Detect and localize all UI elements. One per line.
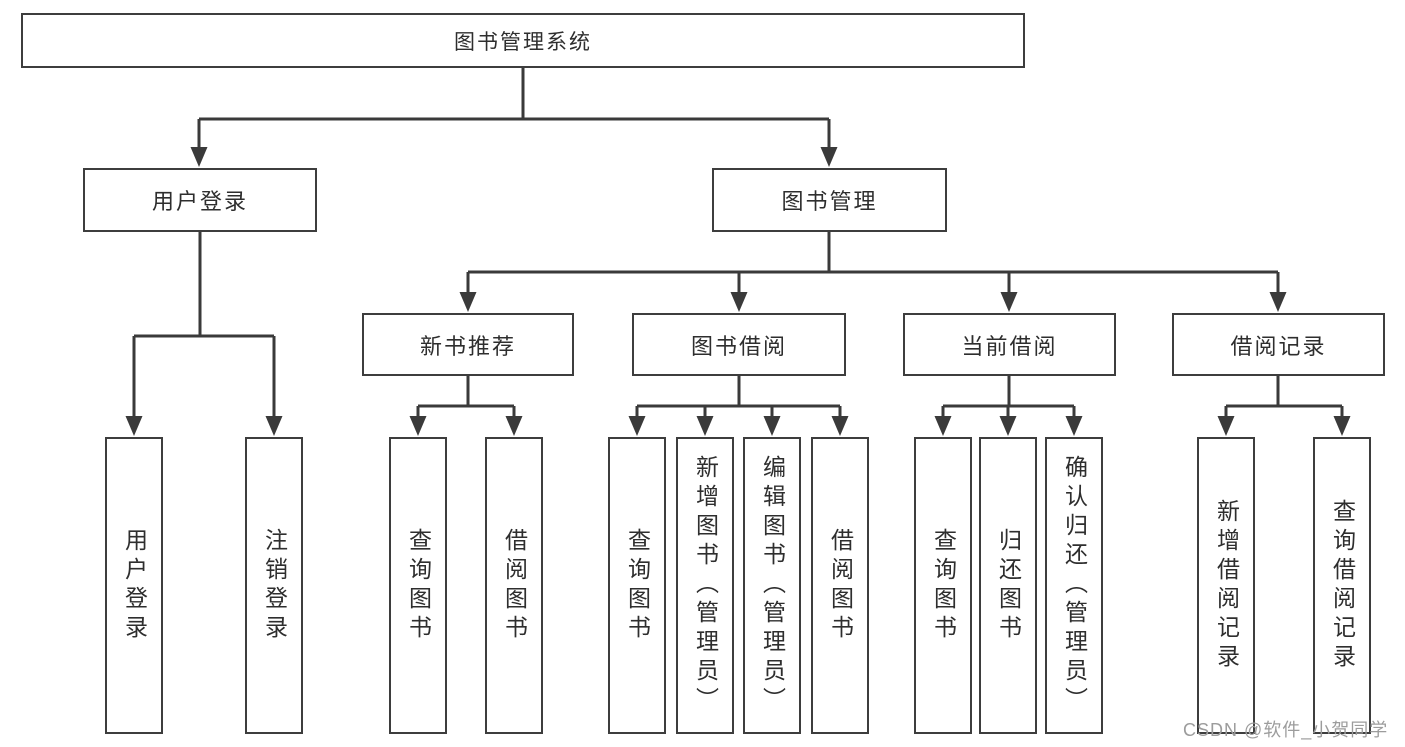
node-user-login: 用户登录 [83,168,317,232]
connector-user-login-branch [125,232,283,436]
node-book-management: 图书管理 [712,168,947,232]
connector-borrow-records-branch [1217,376,1351,436]
leaf-borrow-books: 借阅图书 [811,437,869,734]
node-new-book-recommend: 新书推荐 [362,313,574,376]
node-root: 图书管理系统 [21,13,1025,68]
leaf-borrow-books-label: 借阅图书 [827,527,854,644]
leaf-user-login-label: 用户登录 [121,527,148,644]
node-book-management-label: 图书管理 [781,189,878,214]
leaf-logout-label: 注销登录 [261,527,288,644]
node-current-borrow-label: 当前借阅 [961,333,1058,359]
leaf-add-borrow-record: 新增借阅记录 [1197,437,1255,734]
leaf-confirm-return-admin-label: 确认归还（管理员） [1061,455,1088,716]
leaf-add-borrow-record-label: 新增借阅记录 [1213,498,1240,673]
leaf-query-books-borrow: 查询图书 [608,437,666,734]
leaf-add-book-admin-label: 新增图书（管理员） [692,455,719,716]
leaf-borrow-books-recommend: 借阅图书 [485,437,543,734]
leaf-query-borrow-record: 查询借阅记录 [1313,437,1371,734]
node-book-borrow-label: 图书借阅 [690,333,787,359]
node-user-login-label: 用户登录 [151,189,248,214]
leaf-user-login: 用户登录 [105,437,163,734]
node-root-label: 图书管理系统 [454,30,592,54]
node-book-borrow: 图书借阅 [632,313,846,376]
connector-book-borrow-branch [628,376,849,436]
node-new-book-recommend-label: 新书推荐 [419,333,516,359]
leaf-confirm-return-admin: 确认归还（管理员） [1045,437,1103,734]
leaf-edit-book-admin: 编辑图书（管理员） [743,437,801,734]
node-borrow-records: 借阅记录 [1172,313,1385,376]
node-current-borrow: 当前借阅 [903,313,1116,376]
leaf-query-books-current: 查询图书 [914,437,972,734]
connector-new-book-branch [409,376,523,436]
watermark: CSDN @软件_小贺同学 [1183,720,1389,740]
leaf-query-books-recommend-label: 查询图书 [405,527,432,644]
leaf-query-books-recommend: 查询图书 [389,437,447,734]
leaf-return-book: 归还图书 [979,437,1037,734]
leaf-query-books-current-label: 查询图书 [930,527,957,644]
leaf-logout: 注销登录 [245,437,303,734]
leaf-borrow-books-recommend-label: 借阅图书 [501,527,528,644]
leaf-edit-book-admin-label: 编辑图书（管理员） [759,455,786,716]
connector-root-to-level2 [190,68,838,167]
leaf-query-borrow-record-label: 查询借阅记录 [1329,498,1356,673]
leaf-return-book-label: 归还图书 [995,527,1022,644]
connector-book-management-branch [459,232,1287,312]
leaf-add-book-admin: 新增图书（管理员） [676,437,734,734]
node-borrow-records-label: 借阅记录 [1230,333,1327,359]
connector-current-borrow-branch [934,376,1083,436]
leaf-query-books-borrow-label: 查询图书 [624,527,651,644]
